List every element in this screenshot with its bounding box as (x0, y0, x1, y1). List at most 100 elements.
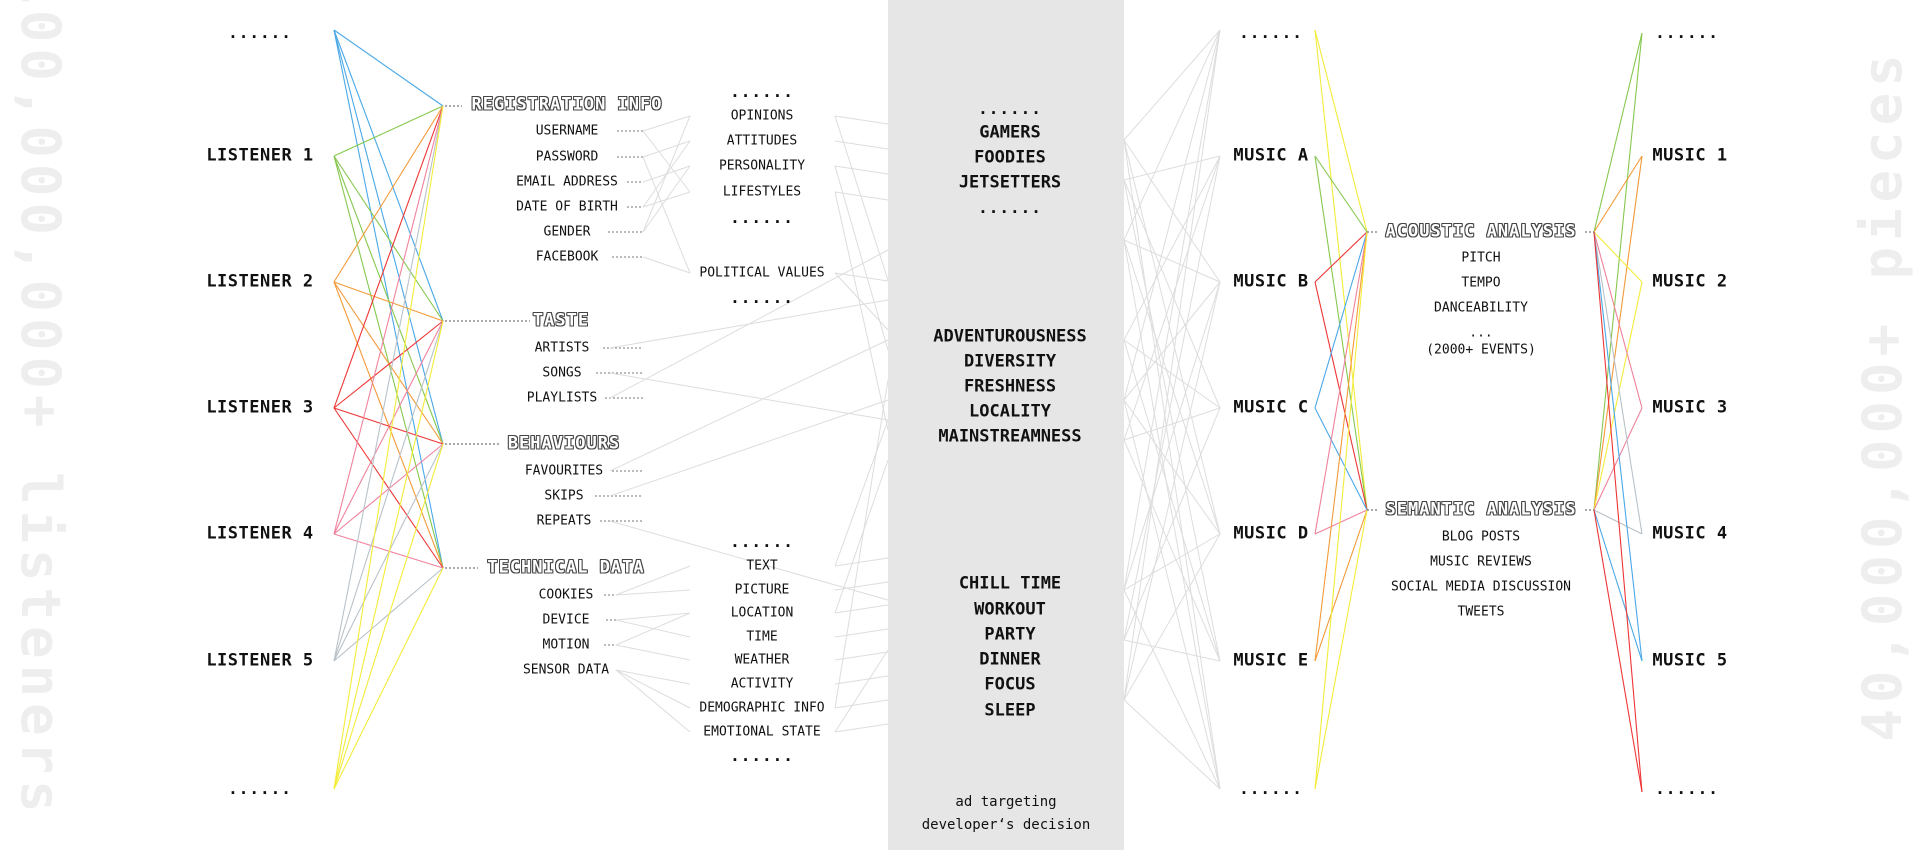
connection-line (1123, 29, 1221, 141)
connection-line (1593, 155, 1643, 511)
connection-line (834, 419, 889, 567)
context-more-top: ...... (730, 532, 794, 551)
connection-line (1593, 231, 1643, 793)
connection-line (1123, 239, 1221, 535)
reg-item-dob: DATE OF BIRTH (516, 199, 618, 215)
connection-line (333, 155, 444, 322)
connection-line (609, 372, 889, 421)
behaviour-item-favourites: FAVOURITES (524, 463, 604, 479)
note-developers-decision: developer‘s decision (921, 817, 1091, 833)
listener-1: LISTENER 1 (206, 145, 314, 166)
connection-line (1314, 231, 1368, 535)
mood-focus: FOCUS (984, 674, 1036, 695)
music-right-more-bottom: ...... (1655, 779, 1719, 798)
connection-line (1123, 155, 1221, 341)
connection-line (1593, 407, 1643, 511)
connection-line (834, 651, 889, 661)
connection-line (333, 443, 444, 662)
connection-line (333, 320, 444, 535)
connection-line (1123, 239, 1221, 790)
connection-line (609, 520, 889, 601)
context-emotional-state: EMOTIONAL STATE (703, 724, 821, 740)
connection-line (1123, 29, 1221, 591)
acoustic-tempo: TEMPO (1461, 275, 1501, 291)
connection-line (834, 459, 889, 614)
taste-item-artists: ARTISTS (534, 340, 590, 356)
connection-line (1123, 29, 1221, 701)
connection-line (642, 156, 691, 274)
connection-line (333, 29, 444, 107)
connection-line (333, 105, 444, 409)
connection-line (1123, 339, 1221, 409)
connection-line (1593, 509, 1643, 535)
connection-line (333, 105, 444, 283)
context-time: TIME (746, 629, 778, 645)
mood-workout: WORKOUT (974, 599, 1046, 620)
reg-item-password: PASSWORD (535, 149, 599, 165)
context-weather: WEATHER (734, 652, 790, 668)
connection-line (1314, 231, 1368, 283)
metric-locality: LOCALITY (969, 401, 1051, 422)
connection-line (1314, 509, 1368, 535)
connection-line (1593, 231, 1643, 662)
music-b: MUSIC B (1233, 271, 1309, 292)
connection-line (1123, 399, 1221, 535)
connection-line (834, 557, 889, 567)
connection-line (333, 281, 444, 569)
listener-5: LISTENER 5 (206, 650, 314, 671)
connection-line (333, 105, 444, 157)
connection-line (333, 567, 444, 662)
mood-chill-time: CHILL TIME (958, 573, 1062, 594)
connection-line (1314, 509, 1368, 662)
connection-line (834, 649, 889, 733)
category-taste: TASTE (532, 310, 590, 331)
listener-2: LISTENER 2 (206, 271, 314, 292)
connection-line (834, 191, 889, 431)
connection-line (1593, 32, 1643, 233)
metric-mainstreamness: MAINSTREAMNESS (938, 426, 1082, 447)
connection-line (1123, 139, 1221, 790)
context-picture: PICTURE (734, 582, 790, 598)
connection-line (1123, 29, 1221, 241)
inferred-attitudes: ATTITUDES (726, 133, 798, 149)
connection-line (1123, 139, 1221, 283)
category-behaviours: BEHAVIOURS (507, 433, 621, 454)
connection-line (333, 320, 444, 409)
music-3: MUSIC 3 (1652, 397, 1728, 418)
connection-line (834, 165, 889, 175)
listeners-more-top: ...... (228, 23, 292, 42)
semantic-social-media: SOCIAL MEDIA DISCUSSION (1390, 579, 1572, 595)
segment-gamers: GAMERS (979, 122, 1041, 143)
inferred-personality: PERSONALITY (718, 158, 806, 174)
connection-line (333, 320, 444, 662)
connection-line (1314, 231, 1368, 790)
music-5: MUSIC 5 (1652, 650, 1728, 671)
music-4: MUSIC 4 (1652, 523, 1728, 544)
connection-line (333, 29, 444, 322)
connection-line (1314, 29, 1368, 511)
metric-adventurousness: ADVENTUROUSNESS (933, 326, 1087, 347)
connection-line (333, 29, 444, 445)
connection-line (834, 272, 889, 331)
connection-line (615, 644, 691, 661)
connection-line (1123, 281, 1221, 591)
semantic-analysis-title: SEMANTIC ANALYSIS (1385, 499, 1577, 520)
connection-line (615, 669, 691, 733)
connection-line (615, 589, 691, 596)
connection-line (642, 256, 691, 274)
context-location: LOCATION (730, 605, 794, 621)
inferred-political-values: POLITICAL VALUES (699, 265, 825, 281)
behaviour-item-skips: SKIPS (544, 488, 584, 504)
listeners-more-bottom: ...... (228, 779, 292, 798)
connection-line (333, 407, 444, 569)
metric-diversity: DIVERSITY (963, 351, 1057, 372)
connection-line (1123, 399, 1221, 790)
connection-line (333, 155, 444, 445)
connection-line (1314, 509, 1368, 790)
connection-line (1123, 281, 1221, 401)
connection-line (1314, 155, 1368, 511)
center-band (888, 0, 1124, 850)
connection-line (333, 105, 444, 790)
connection-line (1314, 155, 1368, 233)
